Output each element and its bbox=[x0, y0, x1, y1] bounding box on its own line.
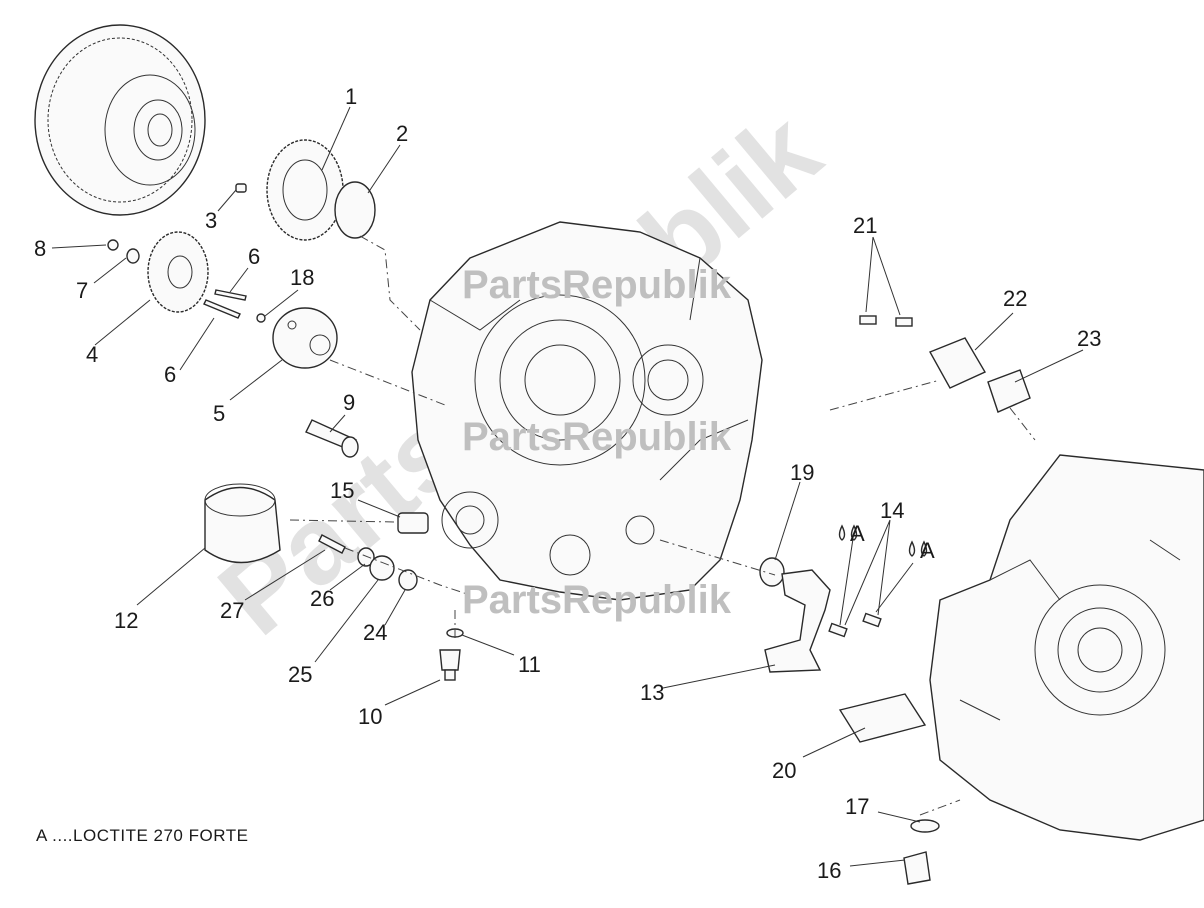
callout-7: 7 bbox=[76, 278, 88, 303]
part-27-fitting bbox=[318, 534, 346, 554]
leader-lines bbox=[51, 106, 1084, 867]
part-13-oil-pickup bbox=[764, 569, 831, 673]
part-2-circlip bbox=[334, 181, 376, 239]
loctite-marker-right: A bbox=[908, 538, 935, 563]
callout-21: 21 bbox=[853, 213, 877, 238]
callout-20: 20 bbox=[772, 758, 796, 783]
watermark-text-bottom: PartsRepublik bbox=[462, 578, 732, 622]
part-20-screen bbox=[838, 693, 927, 743]
callout-15: 15 bbox=[330, 478, 354, 503]
part-6-screws bbox=[203, 289, 247, 319]
crankcase-right-half bbox=[929, 454, 1204, 841]
part-23-cover bbox=[987, 369, 1031, 413]
callout-18: 18 bbox=[290, 265, 314, 290]
axis-lines bbox=[289, 235, 1036, 816]
callout-17: 17 bbox=[845, 794, 869, 819]
callout-11: 11 bbox=[518, 652, 541, 677]
part-4-pump-gear bbox=[147, 231, 209, 313]
svg-text:A: A bbox=[850, 521, 865, 546]
part-14-screw-a bbox=[828, 622, 848, 638]
part-21-screw-b bbox=[895, 317, 913, 327]
loctite-marker-left: A bbox=[838, 521, 865, 546]
part-9-sleeve bbox=[305, 419, 359, 458]
part-25-valve bbox=[369, 555, 395, 581]
part-21-screw-a bbox=[859, 315, 877, 325]
part-26-washer bbox=[357, 547, 375, 567]
loctite-note: A ....LOCTITE 270 FORTE bbox=[36, 826, 249, 845]
callout-8: 8 bbox=[34, 236, 46, 261]
callout-16: 16 bbox=[817, 858, 841, 883]
watermark-text-top: PartsRepublik bbox=[462, 263, 732, 307]
callout-5: 5 bbox=[213, 401, 225, 426]
part-12-oil-filter bbox=[204, 483, 281, 564]
callout-23: 23 bbox=[1077, 326, 1101, 351]
callout-2: 2 bbox=[396, 121, 408, 146]
part-3-dowel bbox=[235, 183, 247, 193]
callout-22: 22 bbox=[1003, 286, 1027, 311]
part-8-nut bbox=[107, 239, 119, 251]
part-16-plug bbox=[903, 851, 931, 885]
callout-10: 10 bbox=[358, 704, 382, 729]
watermark-text-middle: PartsRepublik bbox=[462, 415, 732, 459]
clutch-basket bbox=[34, 24, 206, 216]
callout-6a: 6 bbox=[248, 244, 260, 269]
part-1-gear bbox=[266, 139, 344, 241]
callout-26: 26 bbox=[310, 586, 334, 611]
callout-25: 25 bbox=[288, 662, 312, 687]
part-18-ring bbox=[256, 313, 266, 323]
callout-labels: 1 2 3 4 5 6 6 7 8 9 10 11 12 13 14 15 16… bbox=[34, 84, 1101, 883]
callout-13: 13 bbox=[640, 680, 664, 705]
callout-3: 3 bbox=[205, 208, 217, 233]
callout-9: 9 bbox=[343, 390, 355, 415]
callout-19: 19 bbox=[790, 460, 814, 485]
svg-text:A: A bbox=[920, 538, 935, 563]
part-17-washer bbox=[910, 819, 940, 833]
part-22-gasket bbox=[929, 337, 986, 389]
callout-14: 14 bbox=[880, 498, 904, 523]
part-15-bushing bbox=[397, 512, 429, 534]
part-7-washer bbox=[126, 248, 140, 264]
callout-6b: 6 bbox=[164, 362, 176, 387]
part-19-oring bbox=[759, 557, 785, 587]
crankcase-left-half bbox=[411, 221, 763, 601]
callout-24: 24 bbox=[363, 620, 387, 645]
callout-1: 1 bbox=[345, 84, 357, 109]
part-14-screw-b bbox=[862, 612, 882, 628]
part-24-washer bbox=[398, 569, 418, 591]
part-5-oil-pump bbox=[272, 307, 338, 369]
callout-12: 12 bbox=[114, 608, 138, 633]
part-10-sensor bbox=[439, 649, 461, 681]
callout-4: 4 bbox=[86, 342, 98, 367]
callout-27: 27 bbox=[220, 598, 244, 623]
